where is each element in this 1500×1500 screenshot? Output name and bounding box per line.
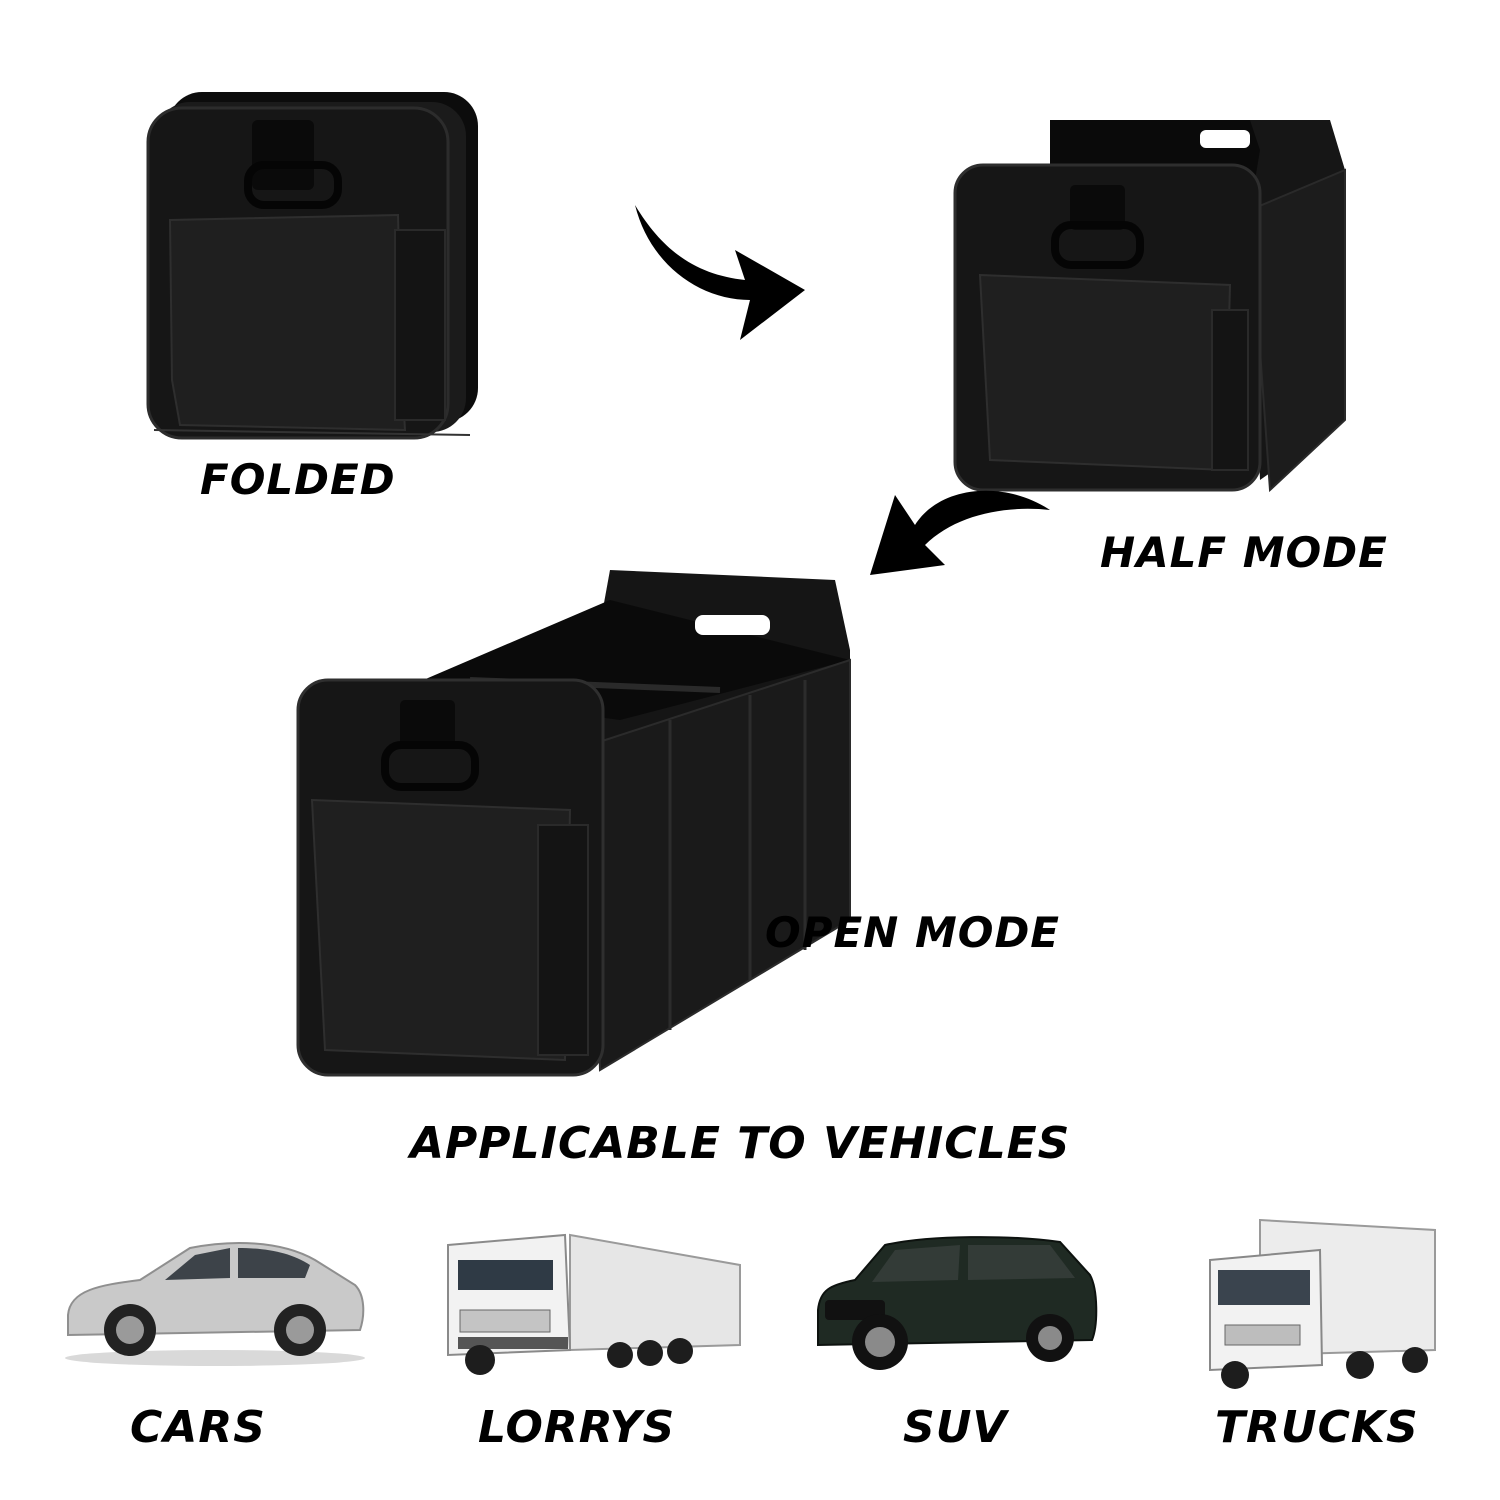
vehicle-label-trucks: TRUCKS — [1215, 1402, 1419, 1453]
applicable-vehicles-heading: APPLICABLE TO VEHICLES — [410, 1118, 1071, 1169]
vehicle-label-lorrys: LORRYS — [478, 1402, 676, 1453]
box-truck-image — [1209, 1218, 1436, 1389]
open-mode-label: OPEN MODE — [765, 908, 1061, 957]
folded-label: FOLDED — [200, 455, 396, 504]
half-mode-organizer-image — [953, 120, 1346, 493]
folded-organizer-image — [146, 92, 478, 440]
arrow-left-icon — [870, 490, 1050, 575]
open-mode-organizer-image — [296, 570, 851, 1077]
semi-truck-lorry-image — [447, 1233, 741, 1375]
vehicle-label-cars: CARS — [130, 1402, 266, 1453]
green-suv-image — [817, 1236, 1098, 1370]
vehicle-label-suv: SUV — [903, 1402, 1008, 1453]
half-mode-label: HALF MODE — [1100, 528, 1388, 577]
arrow-right-icon — [635, 205, 805, 340]
silver-sedan-image — [65, 1242, 365, 1366]
